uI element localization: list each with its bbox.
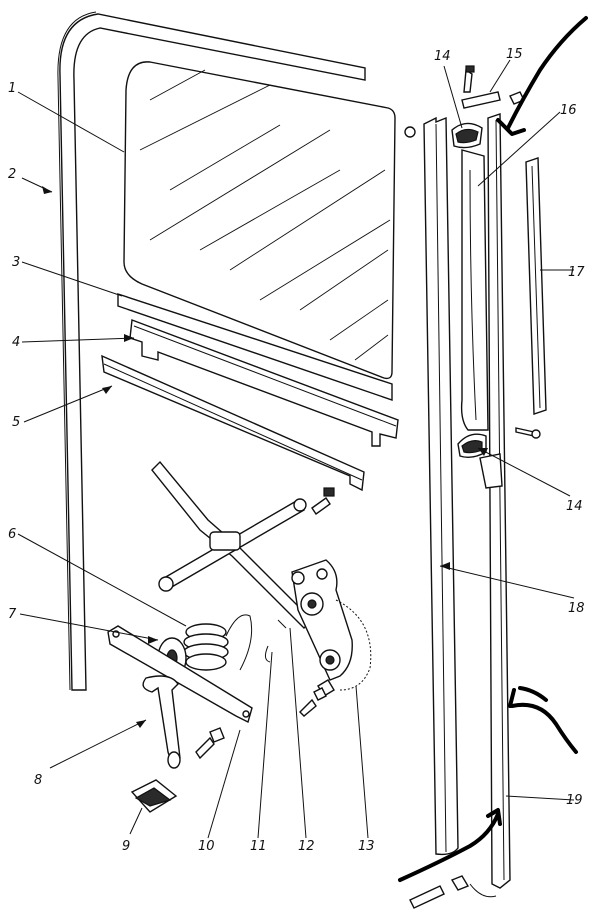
guide-rail bbox=[101, 354, 365, 492]
door-seal-strip bbox=[404, 116, 459, 856]
window-glass bbox=[123, 61, 396, 380]
strip-screw bbox=[515, 427, 541, 439]
callout-14-top: 14 bbox=[434, 49, 451, 64]
callout-5: 5 bbox=[12, 415, 20, 430]
spring bbox=[183, 614, 253, 671]
small-wire-parts bbox=[264, 619, 287, 663]
channel-bolt bbox=[311, 487, 335, 515]
window-channel-seal bbox=[57, 11, 366, 691]
callout-17: 17 bbox=[568, 265, 585, 280]
vertical-guide-channel bbox=[479, 113, 511, 889]
glass-seal-strip bbox=[117, 293, 393, 401]
top-bracket bbox=[461, 65, 525, 109]
callout-8: 8 bbox=[34, 773, 42, 788]
glass-run-channel bbox=[460, 149, 489, 431]
upper-end-cap bbox=[451, 122, 483, 149]
glass-lower-channel bbox=[129, 319, 399, 447]
mounting-plate bbox=[107, 625, 253, 724]
clip bbox=[130, 779, 178, 813]
callout-3: 3 bbox=[12, 255, 20, 270]
marker-annotations bbox=[398, 16, 588, 882]
callout-15: 15 bbox=[506, 47, 523, 62]
lifter-arm-assembly bbox=[151, 460, 313, 629]
bottom-fasteners bbox=[409, 875, 497, 909]
callout-1: 1 bbox=[8, 81, 16, 96]
arrowheads bbox=[42, 186, 488, 728]
callout-16: 16 bbox=[560, 103, 577, 118]
callout-6: 6 bbox=[8, 527, 16, 542]
callout-12: 12 bbox=[298, 839, 315, 854]
callout-19: 19 bbox=[566, 793, 583, 808]
callout-10: 10 bbox=[198, 839, 215, 854]
lower-end-cap bbox=[457, 433, 487, 459]
rubber-channel-strip bbox=[525, 157, 547, 415]
regulator-mechanism bbox=[291, 559, 372, 691]
callout-13: 13 bbox=[358, 839, 375, 854]
callout-4: 4 bbox=[12, 335, 20, 350]
callout-9: 9 bbox=[122, 839, 130, 854]
callout-2: 2 bbox=[8, 167, 16, 182]
callout-labels: 1 2 3 4 5 6 7 8 9 10 11 12 13 14 15 16 1… bbox=[8, 47, 585, 854]
callout-18: 18 bbox=[568, 601, 585, 616]
mechanism-bolts bbox=[195, 679, 335, 760]
window-crank-handle bbox=[142, 675, 181, 769]
callout-14-bottom: 14 bbox=[566, 499, 583, 514]
leader-lines bbox=[17, 59, 575, 839]
callout-11: 11 bbox=[250, 839, 267, 854]
callout-7: 7 bbox=[8, 607, 17, 622]
